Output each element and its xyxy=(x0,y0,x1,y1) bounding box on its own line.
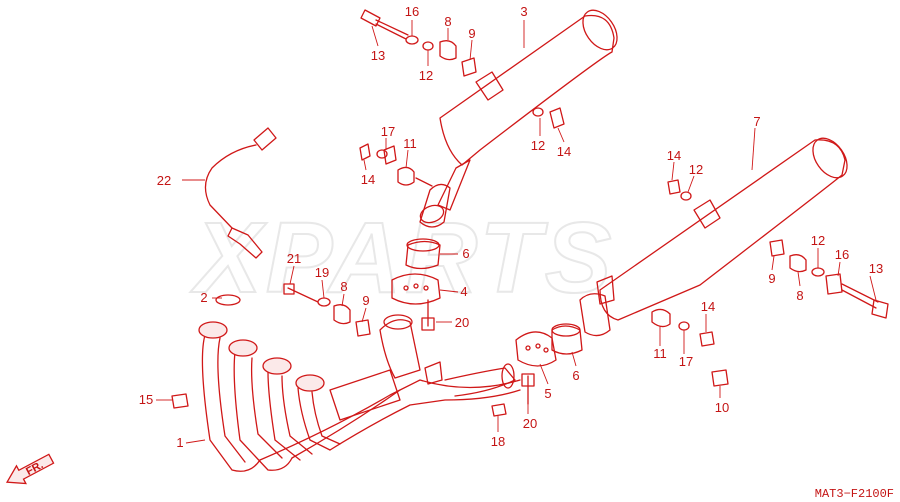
callout-1: 1 xyxy=(176,435,183,450)
watermark: XPARTS xyxy=(190,202,615,314)
exhaust-pipe-part-1 xyxy=(198,314,521,472)
callout-13: 13 xyxy=(371,48,385,63)
callout-9: 9 xyxy=(362,293,369,308)
callout-16: 16 xyxy=(405,4,419,19)
callout-9: 9 xyxy=(468,26,475,41)
hardware-fasteners xyxy=(171,9,889,417)
callout-13: 13 xyxy=(869,261,883,276)
callout-19: 19 xyxy=(315,265,329,280)
callout-12: 12 xyxy=(531,138,545,153)
collar-and-clamp-upper xyxy=(391,238,441,305)
callout-8: 8 xyxy=(444,14,451,29)
callout-11: 11 xyxy=(403,136,417,151)
callout-8: 8 xyxy=(340,279,347,294)
callout-20: 20 xyxy=(455,315,469,330)
callout-3: 3 xyxy=(520,4,527,19)
callout-14: 14 xyxy=(701,299,715,314)
upper-muffler-part-3 xyxy=(419,9,618,228)
callout-14: 14 xyxy=(361,172,375,187)
callout-4: 4 xyxy=(460,284,467,299)
callout-18: 18 xyxy=(491,434,505,449)
front-direction-marker: FR. xyxy=(5,453,55,485)
callout-2: 2 xyxy=(200,290,207,305)
callout-6: 6 xyxy=(572,368,579,383)
callout-8: 8 xyxy=(796,288,803,303)
front-arrow-icon xyxy=(5,453,55,485)
callout-labels: 16 8 9 3 13 12 7 17 11 14 12 14 14 12 22… xyxy=(139,4,883,450)
callout-22: 22 xyxy=(157,173,171,188)
collar-and-clamp-lower xyxy=(515,323,583,367)
callout-11: 11 xyxy=(653,346,667,361)
callout-14: 14 xyxy=(667,148,681,163)
leader-lines xyxy=(156,20,877,444)
callout-12: 12 xyxy=(419,68,433,83)
callout-12: 12 xyxy=(689,162,703,177)
gasket-part-2 xyxy=(215,294,241,306)
callout-17: 17 xyxy=(381,124,395,139)
callout-9: 9 xyxy=(768,271,775,286)
callout-21: 21 xyxy=(287,251,301,266)
callout-7: 7 xyxy=(753,114,760,129)
lower-muffler-part-7 xyxy=(579,137,848,337)
callout-16: 16 xyxy=(835,247,849,262)
diagram-code: MAT3−F2100F xyxy=(815,487,894,501)
callout-15: 15 xyxy=(139,392,153,407)
callout-14: 14 xyxy=(557,144,571,159)
callout-12: 12 xyxy=(811,233,825,248)
callout-10: 10 xyxy=(715,400,729,415)
callout-20: 20 xyxy=(523,416,537,431)
callout-6: 6 xyxy=(462,246,469,261)
callout-5: 5 xyxy=(544,386,551,401)
callout-17: 17 xyxy=(679,354,693,369)
o2-sensor-part-22 xyxy=(204,127,277,259)
